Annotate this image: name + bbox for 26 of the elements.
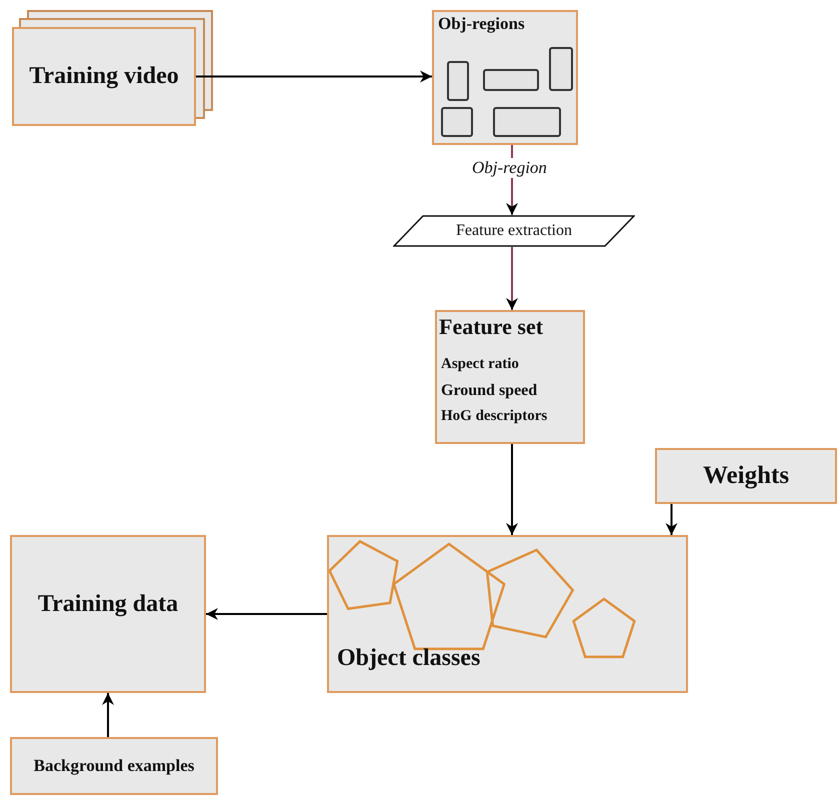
arrow bbox=[206, 608, 327, 620]
node-title: Feature extraction bbox=[455, 221, 573, 241]
region-box bbox=[432, 10, 578, 145]
arrow bbox=[506, 444, 518, 535]
process-parallelogram bbox=[393, 215, 635, 247]
classes-box bbox=[327, 535, 688, 693]
node-title: Training data bbox=[36, 590, 180, 618]
edge-label: Obj-region bbox=[470, 158, 549, 178]
node-title: Object classes bbox=[337, 645, 480, 672]
feature-item: HoG descriptors bbox=[441, 408, 548, 425]
node-title: Obj-regions bbox=[438, 14, 525, 34]
process-box bbox=[10, 737, 218, 795]
node-title: Training video bbox=[28, 62, 180, 91]
feature-item: Aspect ratio bbox=[441, 356, 519, 373]
process-box bbox=[10, 535, 206, 693]
arrow bbox=[666, 504, 678, 535]
process-box bbox=[655, 448, 837, 504]
arrow bbox=[102, 693, 114, 737]
feature-item: Ground speed bbox=[441, 382, 538, 400]
arrow bbox=[506, 247, 518, 310]
node-title: Feature set bbox=[439, 314, 544, 340]
node-title: Weights bbox=[702, 461, 790, 491]
arrow bbox=[196, 70, 432, 82]
video-frame-box bbox=[12, 27, 196, 126]
feature-box bbox=[435, 310, 585, 444]
node-title: Background examples bbox=[32, 755, 196, 777]
